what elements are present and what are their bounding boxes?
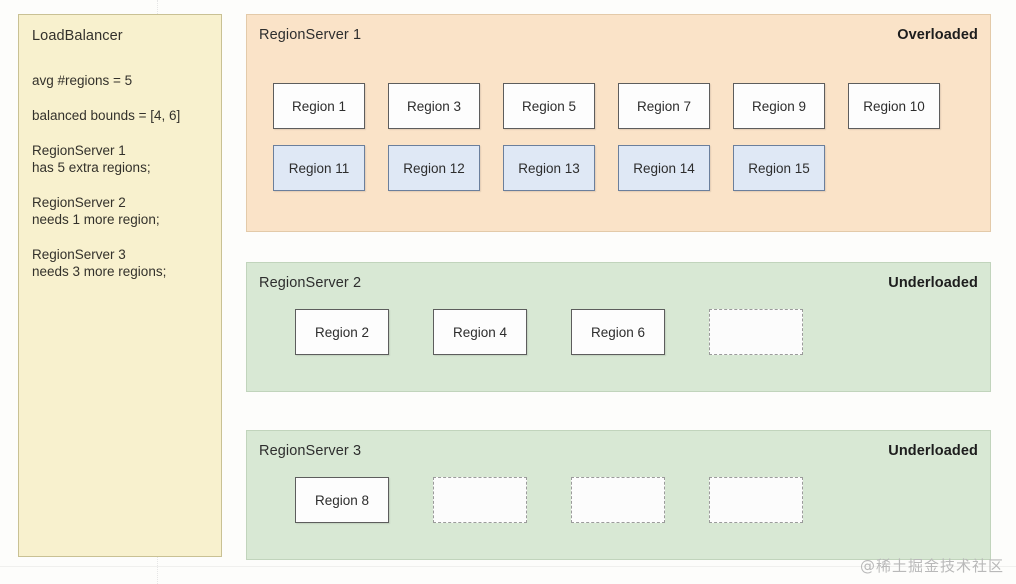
region-box[interactable]: Region 8 — [295, 477, 389, 523]
regionserver-3-status: Underloaded — [888, 443, 978, 459]
region-box[interactable]: Region 3 — [388, 83, 480, 129]
regionserver-1-row-2: Region 11 Region 12 Region 13 Region 14 … — [273, 145, 825, 191]
region-box[interactable]: Region 15 — [733, 145, 825, 191]
region-box[interactable]: Region 14 — [618, 145, 710, 191]
loadbalancer-note: RegionServer 3 needs 3 more regions; — [32, 247, 167, 279]
region-slot-empty[interactable] — [433, 477, 527, 523]
loadbalancer-title: LoadBalancer — [32, 28, 123, 44]
region-box[interactable]: Region 1 — [273, 83, 365, 129]
region-box[interactable]: Region 10 — [848, 83, 940, 129]
region-box[interactable]: Region 12 — [388, 145, 480, 191]
region-box[interactable]: Region 9 — [733, 83, 825, 129]
loadbalancer-note: RegionServer 2 needs 1 more region; — [32, 195, 160, 227]
loadbalancer-panel: LoadBalancer avg #regions = 5 balanced b… — [18, 14, 222, 557]
region-slot-empty[interactable] — [709, 477, 803, 523]
regionserver-3-row-1: Region 8 — [295, 477, 803, 523]
loadbalancer-note: avg #regions = 5 — [32, 73, 133, 88]
regionserver-3-panel: RegionServer 3 Underloaded Region 8 — [246, 430, 991, 560]
region-slot-empty[interactable] — [571, 477, 665, 523]
region-box[interactable]: Region 2 — [295, 309, 389, 355]
guide-line-horizontal — [0, 566, 1016, 568]
regionserver-1-name: RegionServer 1 — [259, 27, 362, 43]
region-box[interactable]: Region 11 — [273, 145, 365, 191]
loadbalancer-note: RegionServer 1 has 5 extra regions; — [32, 143, 151, 175]
regionserver-2-row-1: Region 2 Region 4 Region 6 — [295, 309, 803, 355]
region-box[interactable]: Region 7 — [618, 83, 710, 129]
regionserver-2-status: Underloaded — [888, 275, 978, 291]
region-box[interactable]: Region 13 — [503, 145, 595, 191]
regionserver-1-panel: RegionServer 1 Overloaded Region 1 Regio… — [246, 14, 991, 232]
region-box[interactable]: Region 4 — [433, 309, 527, 355]
regionserver-3-name: RegionServer 3 — [259, 443, 362, 459]
region-box[interactable]: Region 5 — [503, 83, 595, 129]
regionserver-2-name: RegionServer 2 — [259, 275, 362, 291]
regionserver-2-panel: RegionServer 2 Underloaded Region 2 Regi… — [246, 262, 991, 392]
watermark: @稀土掘金技术社区 — [859, 557, 1004, 575]
loadbalancer-notes: avg #regions = 5 balanced bounds = [4, 6… — [32, 72, 213, 298]
loadbalancer-note: balanced bounds = [4, 6] — [32, 108, 181, 123]
region-slot-empty[interactable] — [709, 309, 803, 355]
regionserver-1-row-1: Region 1 Region 3 Region 5 Region 7 Regi… — [273, 83, 940, 129]
region-box[interactable]: Region 6 — [571, 309, 665, 355]
regionserver-1-status: Overloaded — [897, 27, 978, 43]
